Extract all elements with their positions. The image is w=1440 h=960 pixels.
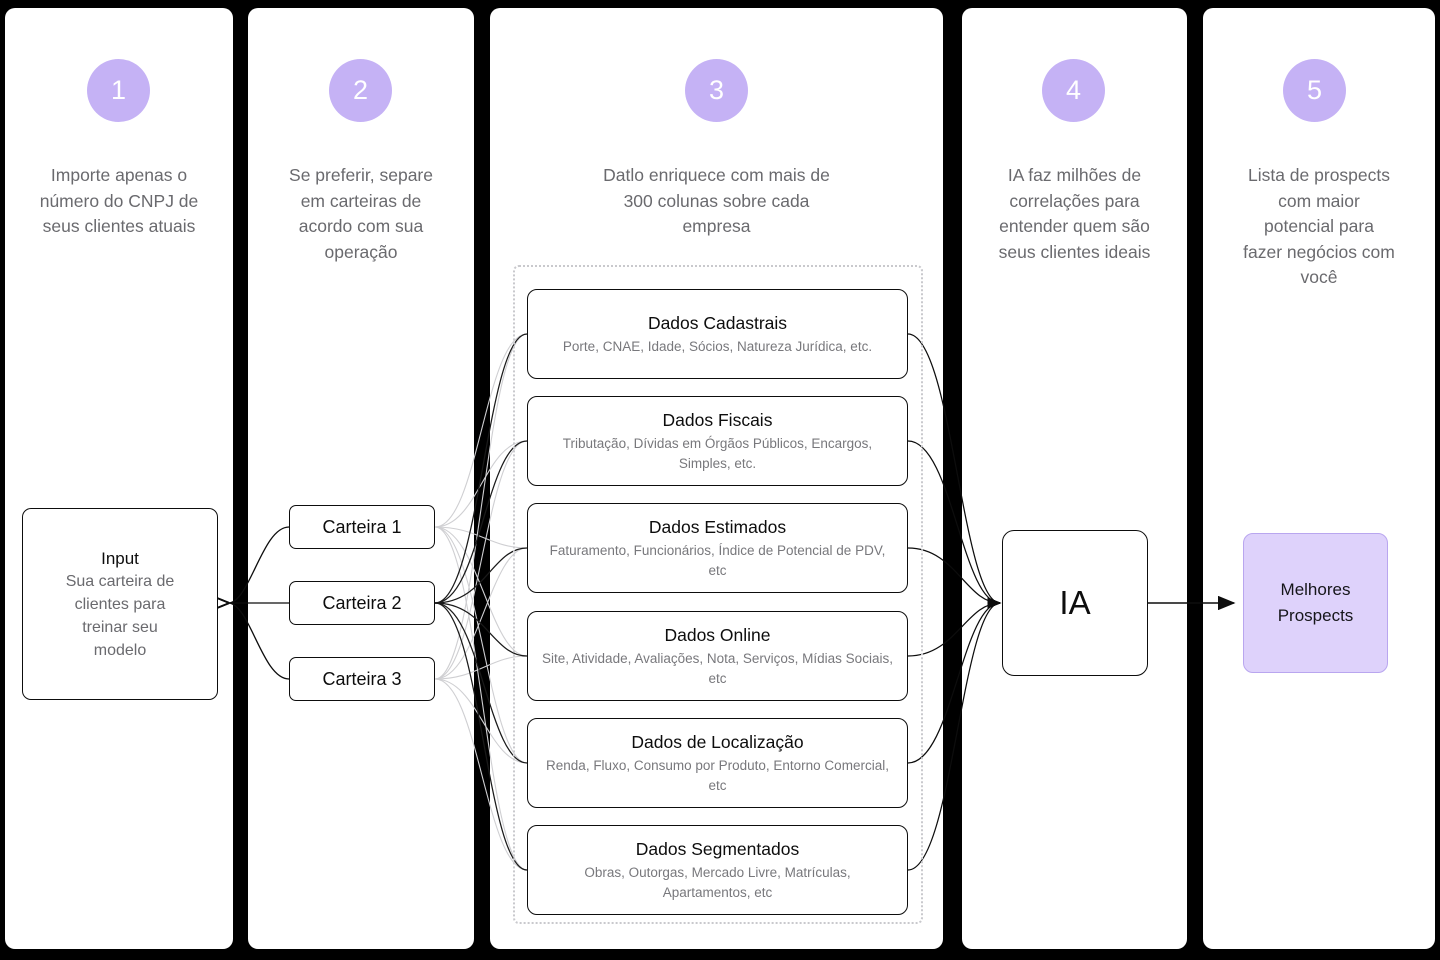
input-node-subtitle: Sua carteira de clientes para treinar se…	[65, 572, 175, 659]
data-box-title: Dados Fiscais	[662, 410, 773, 430]
step-number-text: 3	[708, 75, 725, 105]
carteira-label: Carteira 3	[322, 668, 402, 689]
enrichment-group-outline	[513, 265, 923, 924]
carteira-label: Carteira 2	[322, 592, 402, 613]
step-number-badge-5: 5	[1283, 59, 1346, 122]
input-node-title: Input	[101, 548, 139, 568]
melhores-prospects-node[interactable]: Melhores Prospects	[1243, 533, 1388, 673]
data-box-subtitle: Obras, Outorgas, Mercado Livre, Matrícul…	[584, 865, 851, 900]
step-panel-2	[248, 8, 474, 949]
step-number-text: 5	[1306, 75, 1323, 105]
step-panel-1	[5, 8, 233, 949]
step-number-text: 2	[352, 75, 369, 105]
ia-node-label: IA	[1059, 584, 1091, 621]
step-caption-1: Importe apenas o número do CNPJ de seus …	[39, 165, 199, 236]
carteira-node-3[interactable]: Carteira 3	[289, 657, 435, 701]
data-box-title: Dados Segmentados	[635, 839, 800, 859]
data-box-title: Dados Estimados	[648, 517, 787, 537]
data-box-cadastrais[interactable]: Dados Cadastrais Porte, CNAE, Idade, Sóc…	[527, 289, 908, 379]
step-number-badge-2: 2	[329, 59, 392, 122]
step-number-badge-1: 1	[87, 59, 150, 122]
step-caption-4: IA faz milhões de correlações para enten…	[998, 165, 1151, 262]
carteira-node-1[interactable]: Carteira 1	[289, 505, 435, 549]
step-number-badge-3: 3	[685, 59, 748, 122]
step-caption-3: Datlo enriquece com mais de 300 colunas …	[603, 165, 830, 236]
step-caption-2: Se preferir, separe em carteiras de acor…	[289, 165, 433, 262]
data-box-subtitle: Site, Atividade, Avaliações, Nota, Servi…	[542, 651, 893, 686]
data-box-subtitle: Faturamento, Funcionários, Índice de Pot…	[549, 543, 886, 578]
ia-node[interactable]: IA	[1002, 530, 1148, 676]
carteira-node-2[interactable]: Carteira 2	[289, 581, 435, 625]
data-box-segmentados[interactable]: Dados Segmentados Obras, Outorgas, Merca…	[527, 825, 908, 915]
prospect-line-1: Melhores	[1280, 580, 1351, 599]
data-box-subtitle: Renda, Fluxo, Consumo por Produto, Entor…	[546, 758, 889, 793]
step-number-badge-4: 4	[1042, 59, 1105, 122]
step-caption-5: Lista de prospects com maior potencial p…	[1243, 165, 1395, 287]
data-box-subtitle: Tributação, Dívidas em Órgãos Públicos, …	[562, 436, 873, 471]
data-box-title: Dados Cadastrais	[647, 313, 788, 333]
data-box-fiscais[interactable]: Dados Fiscais Tributação, Dívidas em Órg…	[527, 396, 908, 486]
data-box-estimados[interactable]: Dados Estimados Faturamento, Funcionário…	[527, 503, 908, 593]
data-box-localizacao[interactable]: Dados de Localização Renda, Fluxo, Consu…	[527, 718, 908, 808]
step-number-text: 1	[110, 75, 127, 105]
data-box-online[interactable]: Dados Online Site, Atividade, Avaliações…	[527, 611, 908, 701]
carteira-label: Carteira 1	[322, 516, 402, 537]
data-box-title: Dados de Localização	[631, 732, 804, 752]
input-node[interactable]: Input Sua carteira de clientes para trei…	[22, 508, 218, 700]
step-panel-4	[962, 8, 1187, 949]
data-box-subtitle: Porte, CNAE, Idade, Sócios, Natureza Jur…	[562, 339, 873, 354]
step-panel-5	[1203, 8, 1435, 949]
data-box-title: Dados Online	[664, 625, 771, 645]
prospect-line-2: Prospects	[1277, 606, 1354, 625]
step-number-text: 4	[1065, 75, 1082, 105]
